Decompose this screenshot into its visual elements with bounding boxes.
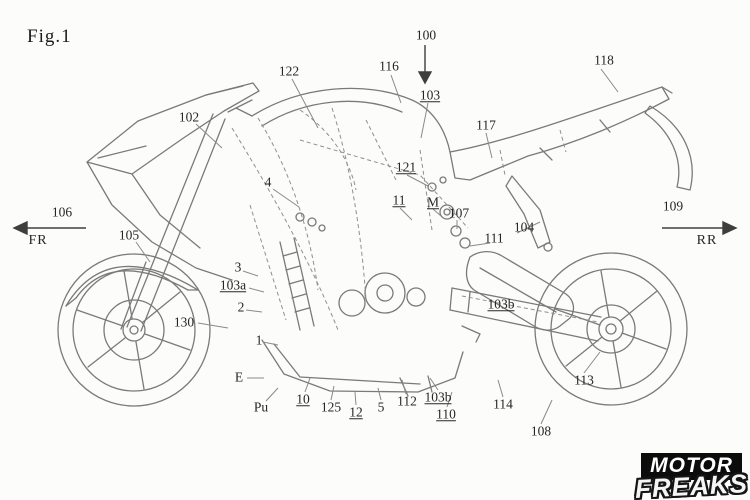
ref-label-122: 122 [278, 63, 300, 79]
ref-label-11: 11 [392, 192, 406, 208]
ref-label-117: 117 [476, 117, 496, 133]
ref-label-108: 108 [530, 423, 552, 439]
ref-label-100: 100 [415, 27, 437, 43]
ref-label-111: 111 [484, 230, 504, 246]
ref-label-110: 110 [436, 406, 456, 422]
watermark: MOTOR FREAKS [634, 452, 749, 500]
ref-label-106: 106 [51, 204, 73, 220]
ref-label-102: 102 [178, 109, 200, 125]
ref-label-125: 125 [320, 399, 342, 415]
ref-label-103b-mid: 103b [487, 296, 515, 312]
ref-label-1: 1 [255, 332, 263, 348]
ref-label-109: 109 [662, 198, 684, 214]
ref-label-121: 121 [395, 159, 417, 175]
ref-label-4: 4 [264, 174, 272, 190]
ref-label-103: 103 [419, 87, 441, 103]
ref-label-Pu: Pu [253, 399, 269, 415]
ref-label-10: 10 [296, 391, 310, 407]
ref-label-105: 105 [118, 227, 140, 243]
watermark-motor-text: MOTOR [641, 452, 742, 480]
ref-label-118: 118 [594, 52, 614, 68]
ref-label-M: M [426, 194, 440, 210]
ref-label-116: 116 [379, 58, 399, 74]
ref-label-3: 3 [234, 259, 242, 275]
ref-label-5: 5 [377, 399, 385, 415]
ref-label-103b-bottom: 103b [424, 389, 452, 405]
watermark-freaks-text: FREAKS [634, 467, 749, 500]
ref-label-12: 12 [349, 404, 363, 420]
ref-label-E: E [234, 369, 244, 385]
ref-label-103a: 103a [219, 277, 247, 293]
ref-label-114: 114 [493, 396, 513, 412]
ref-label-113: 113 [574, 372, 594, 388]
ref-label-130: 130 [173, 314, 195, 330]
front-direction-label: FR [28, 233, 48, 248]
ref-label-104: 104 [513, 219, 535, 235]
figure-label: Fig.1 [27, 26, 72, 47]
ref-label-2: 2 [237, 299, 245, 315]
ref-label-107: 107 [448, 205, 470, 221]
rear-direction-label: RR [696, 233, 718, 248]
ref-label-112: 112 [397, 393, 417, 409]
